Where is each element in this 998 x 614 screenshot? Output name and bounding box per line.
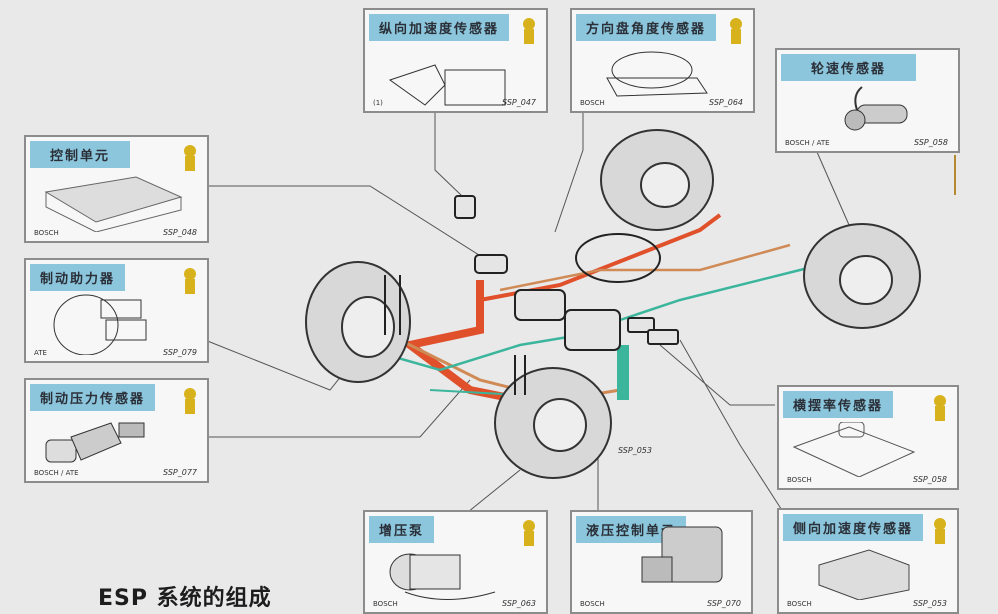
mascot-icon bbox=[184, 145, 196, 171]
mascot-icon bbox=[730, 18, 742, 44]
booster-illustration bbox=[53, 294, 147, 355]
brand-text: (1) bbox=[373, 99, 383, 107]
sensor-illustration bbox=[606, 51, 708, 97]
hydraulic-unit-illustration bbox=[641, 526, 723, 583]
module-longitudinal bbox=[454, 195, 476, 219]
card-steering-angle-sensor: 方向盘角度传感器 BOSCH SSP_064 bbox=[570, 8, 755, 113]
card-control-unit: 控制单元 BOSCH SSP_048 bbox=[24, 135, 209, 243]
code-text: SSP_047 bbox=[502, 98, 536, 107]
center-figure-code: SSP_053 bbox=[618, 446, 652, 455]
code-text: SSP_048 bbox=[163, 228, 197, 237]
label: 制动压力传感器 bbox=[30, 384, 156, 411]
label: 制动助力器 bbox=[30, 264, 126, 291]
label: 增压泵 bbox=[369, 516, 435, 543]
hub-rear-left bbox=[533, 398, 587, 452]
label: 横摆率传感器 bbox=[783, 391, 894, 418]
leader-pump bbox=[467, 469, 521, 513]
label: 轮速传感器 bbox=[781, 54, 917, 81]
mascot-icon bbox=[184, 388, 196, 414]
ecu-illustration bbox=[44, 176, 183, 232]
mascot-icon bbox=[934, 395, 946, 421]
mascot-icon bbox=[934, 518, 946, 544]
brand-text: BOSCH / ATE bbox=[34, 469, 79, 477]
brand-text: BOSCH bbox=[580, 99, 605, 107]
module-pump bbox=[564, 309, 621, 351]
brake-line-red bbox=[400, 280, 521, 404]
brand-text: BOSCH bbox=[580, 600, 605, 608]
code-text: SSP_077 bbox=[163, 468, 197, 477]
lateral-sensor-illustration bbox=[818, 549, 910, 600]
card-hydraulic-control-unit: 液压控制单元 BOSCH SSP_070 bbox=[570, 510, 753, 614]
leader-lines bbox=[204, 112, 956, 516]
code-text: SSP_079 bbox=[163, 348, 197, 357]
brand-text: BOSCH / ATE bbox=[785, 139, 830, 147]
card-yaw-rate-sensor: 横摆率传感器 BOSCH SSP_058 bbox=[777, 385, 959, 490]
sensor-illustration bbox=[844, 86, 908, 131]
label: 侧向加速度传感器 bbox=[783, 514, 924, 541]
diagram-title: ESP 系统的组成 bbox=[98, 586, 272, 611]
leader-longitudinal bbox=[434, 112, 463, 197]
code-text: SSP_058 bbox=[913, 475, 947, 484]
pump-illustration bbox=[389, 553, 496, 600]
module-control-unit bbox=[474, 254, 508, 274]
brand-text: BOSCH bbox=[787, 600, 812, 608]
sensor-illustration bbox=[388, 64, 506, 106]
leader-control-unit bbox=[205, 185, 491, 263]
card-longitudinal-accel-sensor: 纵向加速度传感器 (1) SSP_047 bbox=[363, 8, 548, 113]
hub-rear-right bbox=[839, 255, 893, 305]
pressure-sensor-illustration bbox=[45, 422, 145, 463]
mascot-icon bbox=[523, 18, 535, 44]
code-text: SSP_058 bbox=[914, 138, 948, 147]
card-wheel-speed-sensor: 轮速传感器 BOSCH / ATE SSP_058 bbox=[775, 48, 960, 153]
leader-pressure bbox=[205, 379, 471, 438]
module-yaw bbox=[627, 317, 655, 333]
hub-front-right bbox=[640, 162, 690, 208]
hub-front-left bbox=[341, 296, 395, 358]
teal-pipe bbox=[617, 345, 629, 400]
code-text: SSP_063 bbox=[502, 599, 536, 608]
mascot-icon bbox=[523, 520, 535, 546]
brand-text: BOSCH bbox=[787, 476, 812, 484]
mascot-icon bbox=[184, 268, 196, 294]
code-text: SSP_064 bbox=[709, 98, 743, 107]
leader-yaw bbox=[659, 344, 775, 406]
leader-lateral bbox=[679, 339, 786, 516]
brand-text: BOSCH bbox=[34, 229, 59, 237]
modules bbox=[384, 195, 679, 395]
card-booster-pump: 增压泵 BOSCH SSP_063 bbox=[363, 510, 548, 614]
yaw-sensor-illustration bbox=[792, 422, 916, 477]
steering-wheel bbox=[575, 233, 661, 283]
label: 纵向加速度传感器 bbox=[369, 14, 510, 41]
brake-line-orange-2 bbox=[499, 243, 791, 292]
code-text: SSP_053 bbox=[913, 599, 947, 608]
wheels bbox=[305, 129, 921, 479]
brand-text: BOSCH bbox=[373, 600, 398, 608]
label: 控制单元 bbox=[30, 141, 131, 168]
card-lateral-accel-sensor: 侧向加速度传感器 BOSCH SSP_053 bbox=[777, 508, 959, 614]
module-hydraulic bbox=[514, 289, 566, 321]
code-text: SSP_070 bbox=[707, 599, 741, 608]
label: 方向盘角度传感器 bbox=[576, 14, 717, 41]
leader-steering bbox=[554, 112, 584, 233]
card-brake-booster: 制动助力器 ATE SSP_079 bbox=[24, 258, 209, 363]
module-lateral bbox=[647, 329, 679, 345]
brand-text: ATE bbox=[34, 349, 47, 357]
card-brake-pressure-sensor: 制动压力传感器 BOSCH / ATE SSP_077 bbox=[24, 378, 209, 483]
